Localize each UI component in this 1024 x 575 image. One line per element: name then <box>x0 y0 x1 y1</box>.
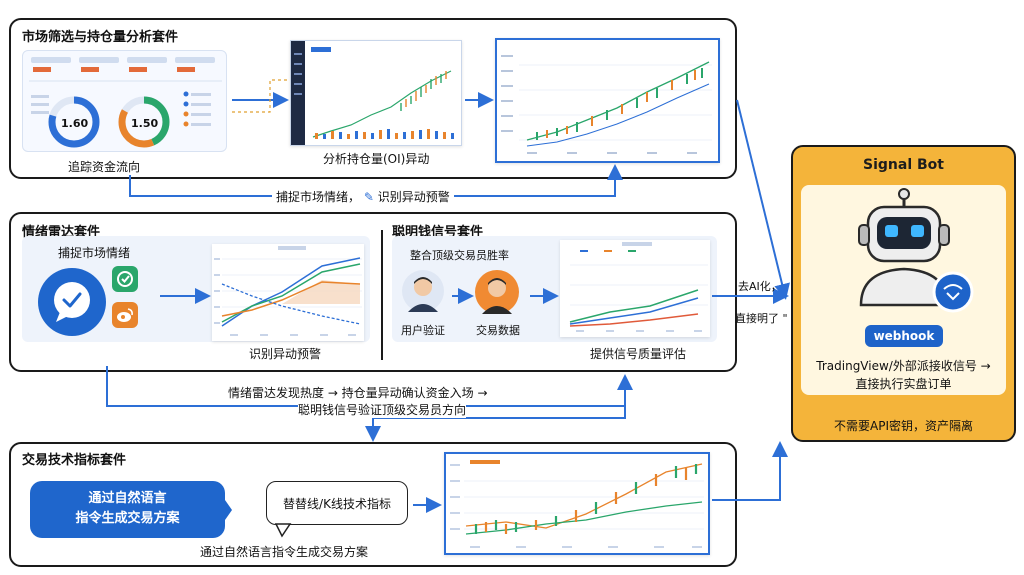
tech-caption: 通过自然语言指令生成交易方案 <box>200 545 369 559</box>
dashboard-graphics <box>29 57 222 148</box>
signal-bot-panel: Signal Bot webhook TradingView/外部派接收信号 →… <box>791 145 1016 442</box>
user-avatar-icon <box>402 270 444 312</box>
candle-chart-graphics <box>501 55 712 154</box>
side-label-top: 去AI化， <box>738 280 782 293</box>
sentiment-capture-label: 捕捉市场情绪 <box>58 246 131 260</box>
signal-bot-title: Signal Bot <box>863 157 944 173</box>
capture-flow-text: 捕捉市场情绪， <box>276 190 361 204</box>
tech-panel-title: 交易技术指标套件 <box>22 453 127 468</box>
webhook-badge: webhook <box>865 325 943 347</box>
capture-flow-label: 捕捉市场情绪， ✎ 识别异动预警 <box>272 188 454 205</box>
chat-icon <box>38 268 106 336</box>
oi-chart-graphics <box>294 47 454 139</box>
donut-right-value: 1.50 <box>131 117 159 130</box>
trader-avatar-icon <box>475 270 519 314</box>
panel-divider <box>381 230 383 360</box>
market-panel-title: 市场筛选与持仓量分析套件 <box>22 30 179 45</box>
mid-flow-line2: 聪明钱信号验证顶级交易员方向 <box>298 401 467 418</box>
capture-flow-alert-text: 识别异动预警 <box>377 190 450 204</box>
signal-bot-footer: 不需要API密钥，资产隔离 <box>834 419 973 433</box>
nl-command-bubble: 通过自然语言 指令生成交易方案 <box>30 481 225 538</box>
donut-left-value: 1.60 <box>61 117 89 130</box>
weibo-icon <box>112 302 138 328</box>
tech-chart <box>444 452 710 555</box>
candle-chart <box>495 38 720 163</box>
tech-chart-graphics <box>450 460 704 548</box>
signal-chart-graphics <box>569 242 708 332</box>
sentiment-caption: 识别异动预警 <box>249 347 322 361</box>
user-verify-label: 用户验证 <box>401 324 445 337</box>
market-caption-mid: 分析持仓量(OI)异动 <box>323 152 430 166</box>
oi-chart <box>290 40 462 146</box>
market-caption-left: 追踪资金流向 <box>68 160 141 174</box>
nl-bubble-line1: 通过自然语言 <box>88 491 167 506</box>
signal-bot-desc-line1: TradingView/外部派接收信号 → <box>816 359 991 373</box>
signal-bot-card: webhook TradingView/外部派接收信号 → 直接执行实盘订单 <box>801 185 1006 395</box>
trade-data-label: 交易数据 <box>476 324 520 337</box>
nl-bubble-line2: 指令生成交易方案 <box>75 511 180 526</box>
smart-money-caption: 提供信号质量评估 <box>590 347 687 361</box>
side-label-bottom: 直接明了 " <box>735 312 788 325</box>
mid-flow-line1: 情绪雷达发现热度 → 持仓量异动确认资金入场 → <box>228 384 488 401</box>
smart-money-subtitle: 整合顶级交易员胜率 <box>410 249 509 262</box>
check-app-icon <box>112 266 138 292</box>
signal-chart <box>560 240 710 337</box>
signal-bot-desc-line2: 直接执行实盘订单 <box>855 377 952 391</box>
alert-icon: ✎ <box>363 190 374 204</box>
sentiment-chart <box>212 244 364 341</box>
market-dashboard <box>22 50 227 152</box>
indicator-speech-bubble: 替替线/K线技术指标 <box>266 481 408 525</box>
signal-bot-desc: TradingView/外部派接收信号 → 直接执行实盘订单 <box>801 357 1006 393</box>
robot-icon <box>858 188 974 313</box>
sentiment-chart-graphics <box>214 246 362 336</box>
